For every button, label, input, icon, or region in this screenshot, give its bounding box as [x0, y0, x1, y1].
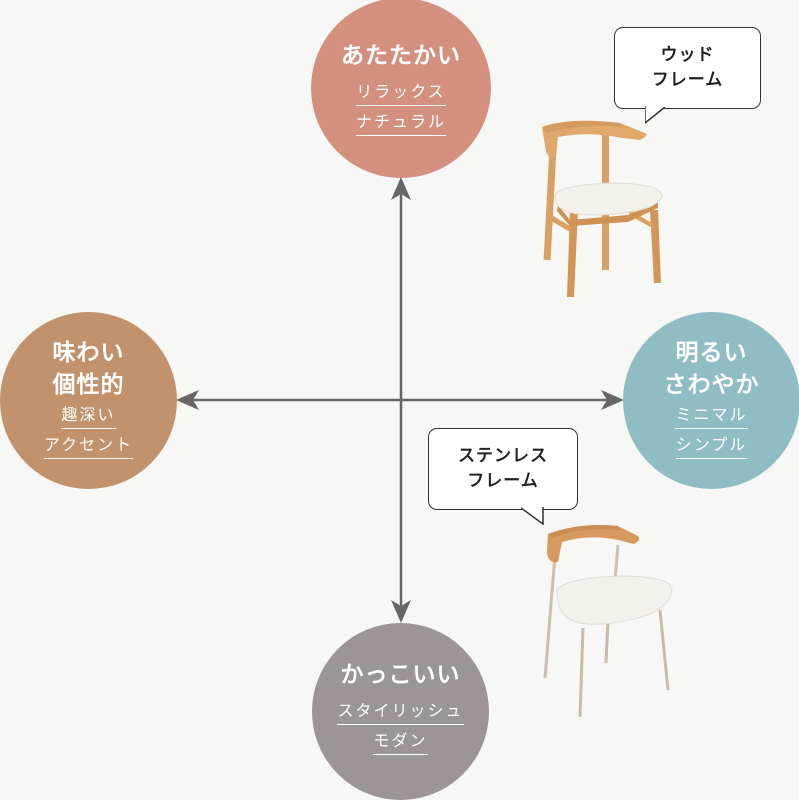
label-bubble-stainless-frame: ステンレス フレーム [428, 428, 578, 526]
pole-title: 味わい [52, 339, 125, 366]
pole-keyword: スタイリッシュ [337, 701, 464, 725]
wooden-chair-image [542, 120, 663, 297]
pole-right-bright: 明るい さわやか ミニマル シンプル [623, 312, 799, 489]
bubble-tail-icon [645, 106, 666, 124]
pole-title: 明るい [675, 339, 748, 366]
pole-left-character: 味わい 個性的 趣深い アクセント [0, 312, 177, 489]
arrow-down-icon [391, 600, 411, 623]
arrow-right-icon [601, 390, 624, 410]
pole-keyword: 趣深い [61, 405, 116, 429]
stainless-chair-image [543, 525, 673, 718]
bubble-text: ウッド [660, 45, 715, 65]
pole-title: さわやか [663, 371, 760, 398]
pole-top-warm: あたたかい リラックス ナチュラル [311, 0, 491, 178]
bubble-tail-icon [521, 507, 544, 526]
label-bubble-wood-frame: ウッド フレーム [614, 27, 761, 124]
pole-title: かっこいい [340, 661, 461, 688]
pole-bottom-cool: かっこいい スタイリッシュ モダン [312, 623, 489, 800]
pole-title: 個性的 [52, 371, 125, 398]
pole-keyword: モダン [373, 731, 428, 755]
arrow-up-icon [391, 177, 411, 200]
pole-keyword: リラックス [356, 82, 446, 106]
bubble-text: ステンレス [458, 446, 548, 466]
pole-keyword: シンプル [675, 435, 748, 459]
pole-keyword: ミニマル [675, 405, 748, 429]
arrow-left-icon [176, 390, 199, 410]
pole-keyword: ナチュラル [355, 112, 446, 136]
pole-keyword: アクセント [43, 435, 134, 459]
bubble-text: フレーム [467, 471, 539, 491]
pole-title: あたたかい [341, 43, 461, 69]
bubble-text: フレーム [651, 70, 724, 90]
